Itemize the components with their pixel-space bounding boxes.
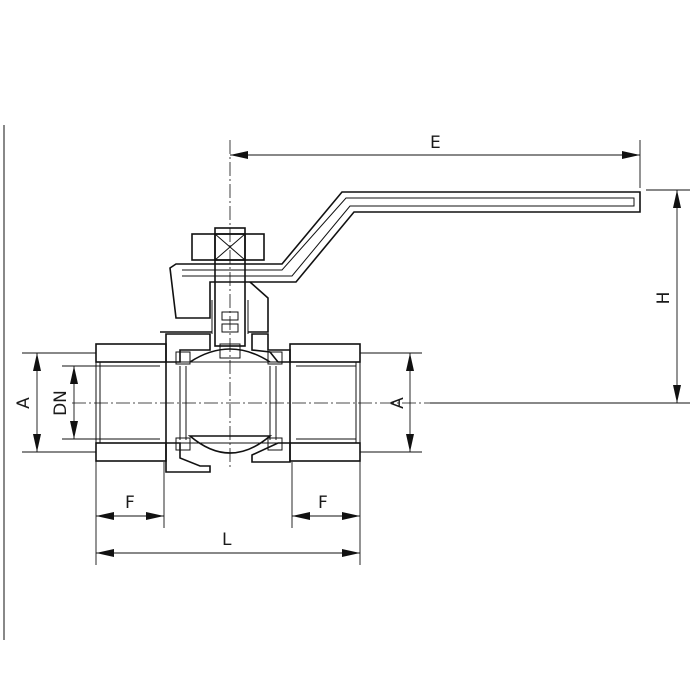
dimension-E-label: E <box>430 133 441 153</box>
dimension-L: L <box>96 530 360 557</box>
stem-nut <box>191 233 265 261</box>
dimension-H-label: H <box>654 292 674 305</box>
dimension-F-left-label: F <box>125 493 135 513</box>
dimension-F-right-label: F <box>318 493 328 513</box>
dimension-F-right: F <box>291 461 361 565</box>
dimension-A-right: A <box>360 352 422 453</box>
valve-body <box>95 333 361 473</box>
dimension-L-label: L <box>222 530 232 550</box>
center-lines <box>72 140 430 470</box>
valve-stem <box>160 227 269 347</box>
valve-seats <box>175 351 283 451</box>
dimension-DN: DN <box>51 365 100 440</box>
dimension-A-right-label: A <box>388 397 408 409</box>
dimension-DN-label: DN <box>51 390 71 416</box>
dimension-E: E <box>230 133 641 188</box>
lever-handle <box>169 191 641 319</box>
dimension-H: H <box>430 189 690 404</box>
dimension-A-left-label: A <box>14 397 34 409</box>
dimension-F-left: F <box>95 461 165 565</box>
dimension-A-left: A <box>14 352 96 453</box>
